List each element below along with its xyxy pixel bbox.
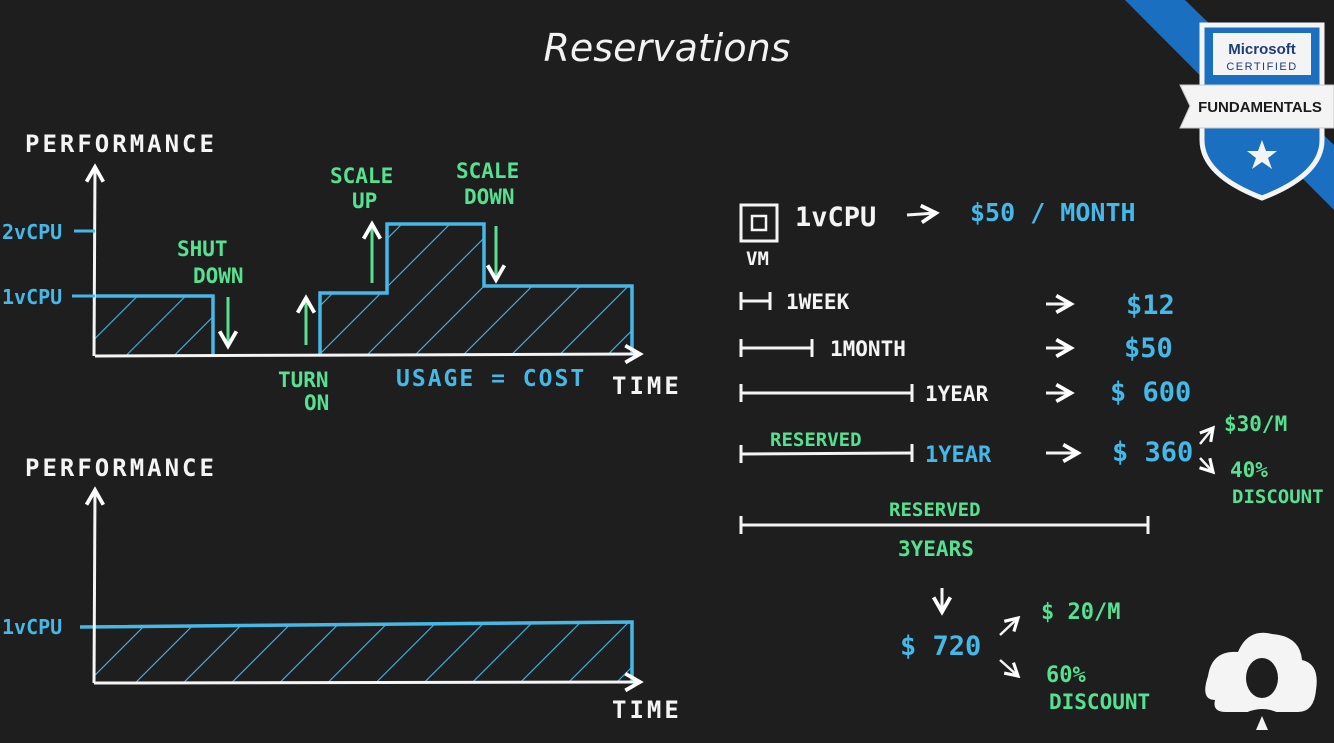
x-axis-label: TIME bbox=[612, 372, 682, 400]
scaledown-label-2: DOWN bbox=[464, 185, 515, 209]
y-axis-label: PERFORMANCE bbox=[25, 130, 217, 158]
scaleup-label-1: SCALE bbox=[330, 164, 393, 188]
x-axis-label: TIME bbox=[612, 696, 682, 724]
three-year-discount-pct: 60% bbox=[1046, 663, 1086, 688]
duration-year: 1YEAR bbox=[925, 382, 989, 406]
star-icon bbox=[1247, 140, 1277, 169]
y-axis-label: PERFORMANCE bbox=[25, 454, 217, 482]
turnon-label-2: ON bbox=[304, 391, 329, 415]
reserved-label-3y: RESERVED bbox=[889, 499, 981, 521]
duration-3years: 3YEARS bbox=[898, 537, 974, 561]
price-year-reserved: $ 360 bbox=[1112, 437, 1193, 468]
price-year: $ 600 bbox=[1110, 377, 1191, 408]
shutdown-label-1: SHUT bbox=[177, 237, 228, 261]
vm-icon bbox=[739, 203, 779, 243]
tick-1vcpu-label: 1vCPU bbox=[2, 615, 62, 639]
price-week: $12 bbox=[1126, 290, 1175, 321]
certification-badge: Microsoft CERTIFIED FUNDAMENTALS bbox=[1125, 0, 1334, 210]
usage-cost-label: USAGE = COST bbox=[396, 366, 586, 392]
vm-spec: 1vCPU bbox=[795, 202, 876, 233]
badge-header bbox=[1213, 33, 1311, 75]
top-chart: PERFORMANCE TIME 2vCPU 1vCPU SHUT DOWN T… bbox=[2, 130, 682, 415]
badge-banner bbox=[1179, 84, 1334, 129]
price-month: $50 bbox=[1124, 333, 1173, 364]
price-3years: $ 720 bbox=[900, 631, 981, 662]
three-year-discount-word: DISCOUNT bbox=[1049, 690, 1150, 714]
one-year-discount-pct: 40% bbox=[1230, 458, 1268, 482]
pricing-panel: VM 1vCPU $50 / MONTH 1WEEK $12 1MONTH $5… bbox=[739, 198, 1324, 714]
reserved-usage-area bbox=[95, 622, 632, 682]
person-icon bbox=[1246, 658, 1278, 698]
reserved-label-1y: RESERVED bbox=[770, 429, 862, 451]
duration-month: 1MONTH bbox=[830, 337, 906, 361]
vm-price: $50 / MONTH bbox=[970, 198, 1136, 227]
vm-arrow bbox=[906, 203, 940, 224]
presenter-avatar bbox=[1205, 632, 1317, 743]
tick-1vcpu-label: 1vCPU bbox=[2, 285, 62, 309]
turnon-label-1: TURN bbox=[278, 368, 329, 392]
badge-sub: CERTIFIED bbox=[1226, 61, 1297, 73]
scaleup-label-2: UP bbox=[352, 189, 377, 213]
reserved-usage-line bbox=[79, 620, 634, 682]
badge-ribbon-text: FUNDAMENTALS bbox=[1198, 99, 1322, 116]
page-title: Reservations bbox=[543, 26, 791, 70]
tick-2vcpu-label: 2vCPU bbox=[2, 220, 62, 244]
y-axis bbox=[84, 486, 105, 684]
shutdown-label-2: DOWN bbox=[193, 264, 244, 288]
y-axis bbox=[84, 163, 105, 357]
three-year-monthly: $ 20/M bbox=[1041, 600, 1120, 625]
one-year-discount-word: DISCOUNT bbox=[1232, 486, 1324, 508]
one-year-monthly: $30/M bbox=[1224, 412, 1287, 436]
usage-line bbox=[95, 222, 634, 355]
x-axis bbox=[94, 344, 644, 365]
duration-week: 1WEEK bbox=[786, 290, 850, 314]
usage-area bbox=[95, 224, 632, 355]
x-axis bbox=[93, 671, 644, 693]
badge-brand: Microsoft bbox=[1228, 41, 1296, 58]
bottom-chart: PERFORMANCE TIME 1vCPU bbox=[2, 454, 682, 724]
vm-label: VM bbox=[746, 248, 769, 270]
scaledown-label-1: SCALE bbox=[456, 159, 519, 183]
duration-year-reserved: 1YEAR bbox=[925, 443, 992, 468]
duration-bar-year-reserved bbox=[740, 451, 913, 456]
